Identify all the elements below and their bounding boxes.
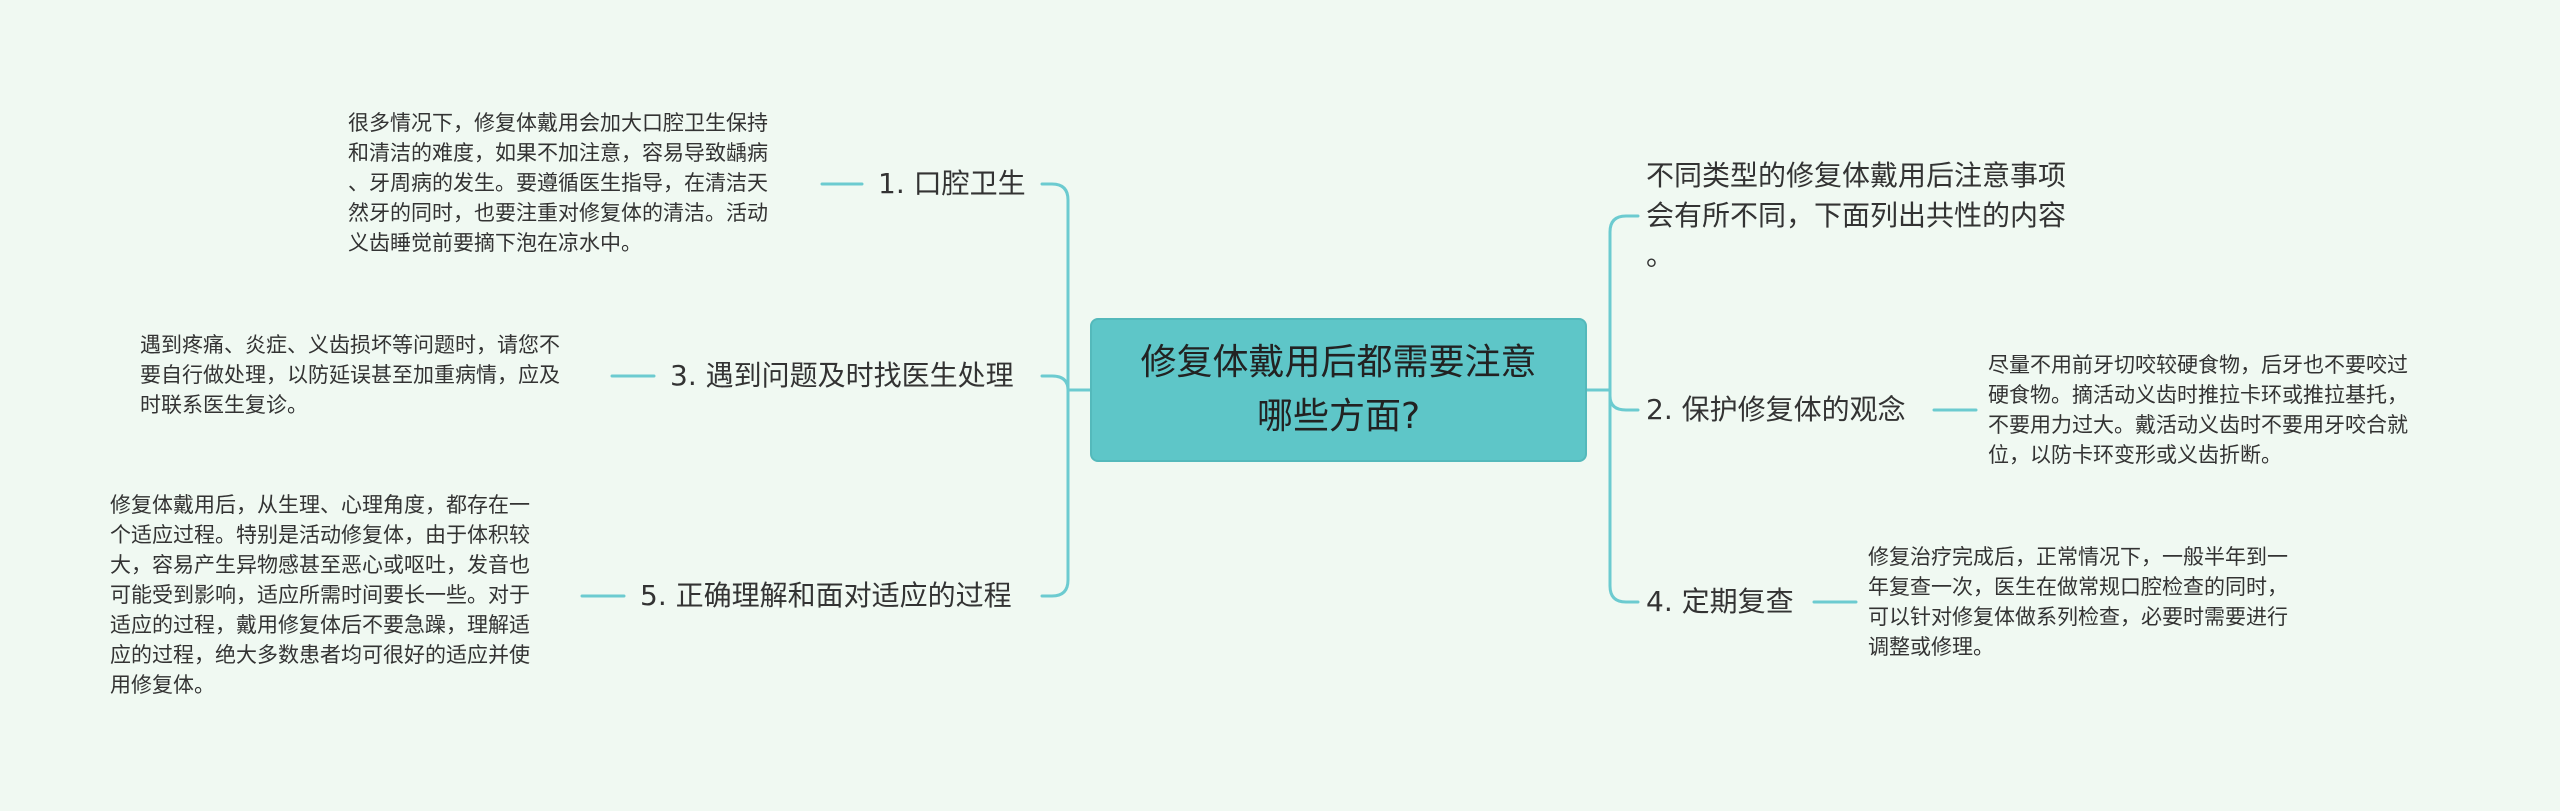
root-topic-label: 修复体戴用后都需要注意 哪些方面? (1140, 342, 1537, 437)
connector-right-mid (1608, 388, 1640, 412)
intro-text[interactable]: 不同类型的修复体戴用后注意事项 会有所不同，下面列出共性的内容 。 (1646, 159, 2067, 272)
branch-adaptation[interactable]: 5. 正确理解和面对适应的过程 (640, 579, 1012, 612)
leaf-see-doctor: 遇到疼痛、炎症、义齿损坏等问题时，请您不 要自行做处理，以防延误甚至加重病情，应… (140, 333, 560, 417)
connector-right-bottom (1608, 388, 1640, 604)
branch-see-doctor[interactable]: 3. 遇到问题及时找医生处理 (670, 359, 1014, 392)
branch-protect-restoration[interactable]: 2. 保护修复体的观念 (1646, 393, 1906, 426)
connector-left-trunk (1040, 182, 1070, 392)
branch-oral-hygiene[interactable]: 1. 口腔卫生 (878, 167, 1026, 200)
leaf-oral-hygiene: 很多情况下，修复体戴用会加大口腔卫生保持 和清洁的难度，如果不加注意，容易导致龋… (348, 111, 768, 255)
connector-left-bottom (1040, 388, 1070, 598)
connector-right-trunk (1608, 214, 1640, 392)
root-topic[interactable]: 修复体戴用后都需要注意 哪些方面? (1090, 318, 1587, 462)
leaf-adaptation: 修复体戴用后，从生理、心理角度，都存在一 个适应过程。特别是活动修复体，由于体积… (110, 493, 530, 697)
leaf-regular-checkup: 修复治疗完成后，正常情况下，一般半年到一 年复查一次，医生在做常规口腔检查的同时… (1868, 545, 2288, 659)
leaf-protect-restoration: 尽量不用前牙切咬较硬食物，后牙也不要咬过 硬食物。摘活动义齿时推拉卡环或推拉基托… (1988, 353, 2408, 467)
connector-left-mid (1040, 374, 1070, 392)
branch-regular-checkup[interactable]: 4. 定期复查 (1646, 585, 1794, 618)
